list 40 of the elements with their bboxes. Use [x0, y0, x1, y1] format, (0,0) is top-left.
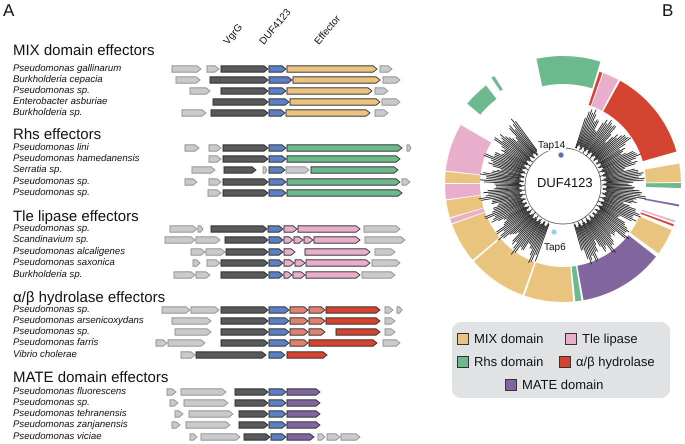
species-name: Vibrio cholerae	[13, 350, 77, 360]
section-heading: α/β hydrolase effectors	[13, 290, 166, 305]
section-heading: Rhs effectors	[13, 126, 102, 142]
species-name: Serratia sp.	[13, 164, 62, 174]
species-name: Pseudomonas zanjanensis	[13, 420, 128, 430]
species-name: Pseudomonas sp.	[13, 224, 90, 234]
legend-label: α/β hydrolase	[576, 355, 655, 368]
species-name: Pseudomonas sp.	[13, 188, 90, 198]
tree-label: Tap14	[537, 140, 566, 150]
species-name: Burkholderia sp.	[13, 270, 82, 280]
legend-label: MIX domain	[474, 332, 544, 345]
section-heading: MIX domain effectors	[13, 42, 154, 58]
panel-label: B	[662, 2, 674, 19]
legend-label: Rhs domain	[474, 355, 544, 368]
species-name: Burkholderia cepacia	[13, 74, 103, 84]
species-name: Pseudomonas gallinarum	[13, 64, 122, 74]
panel-label: A	[3, 2, 14, 19]
species-name: Pseudomonas sp.	[13, 326, 90, 336]
species-name: Pseudomonas farris	[13, 338, 98, 348]
species-name: Pseudomonas sp.	[13, 398, 90, 408]
species-name: Pseudomonas sp.	[13, 304, 90, 314]
species-name: Pseudomonas arsenicoxydans	[13, 316, 144, 326]
species-name: Pseudomonas hamedanensis	[13, 154, 140, 164]
tree-label: DUF4123	[536, 176, 594, 189]
tree-label: Tap6	[543, 242, 567, 252]
species-name: Pseudomonas saxonica	[13, 258, 115, 268]
species-name: Pseudomonas alcaligenes	[13, 246, 126, 256]
species-name: Pseudomonas sp.	[13, 176, 90, 186]
species-name: Scandinavium sp.	[13, 234, 89, 244]
species-name: Pseudomonas fluorescens	[13, 386, 126, 396]
legend-label: Tle lipase	[582, 332, 638, 345]
section-heading: MATE domain effectors	[13, 370, 168, 385]
species-name: Burkholderia sp.	[13, 108, 82, 118]
species-name: Pseudomonas lini	[13, 142, 89, 152]
legend-label: MATE domain	[522, 378, 604, 391]
species-name: Enterobacter asburiae	[13, 96, 108, 106]
species-name: Pseudomonas viciae	[13, 432, 102, 442]
species-name: Pseudomonas sp.	[13, 86, 90, 96]
species-name: Pseudomonas tehranensis	[13, 408, 127, 418]
section-heading: Tle lipase effectors	[13, 208, 139, 224]
